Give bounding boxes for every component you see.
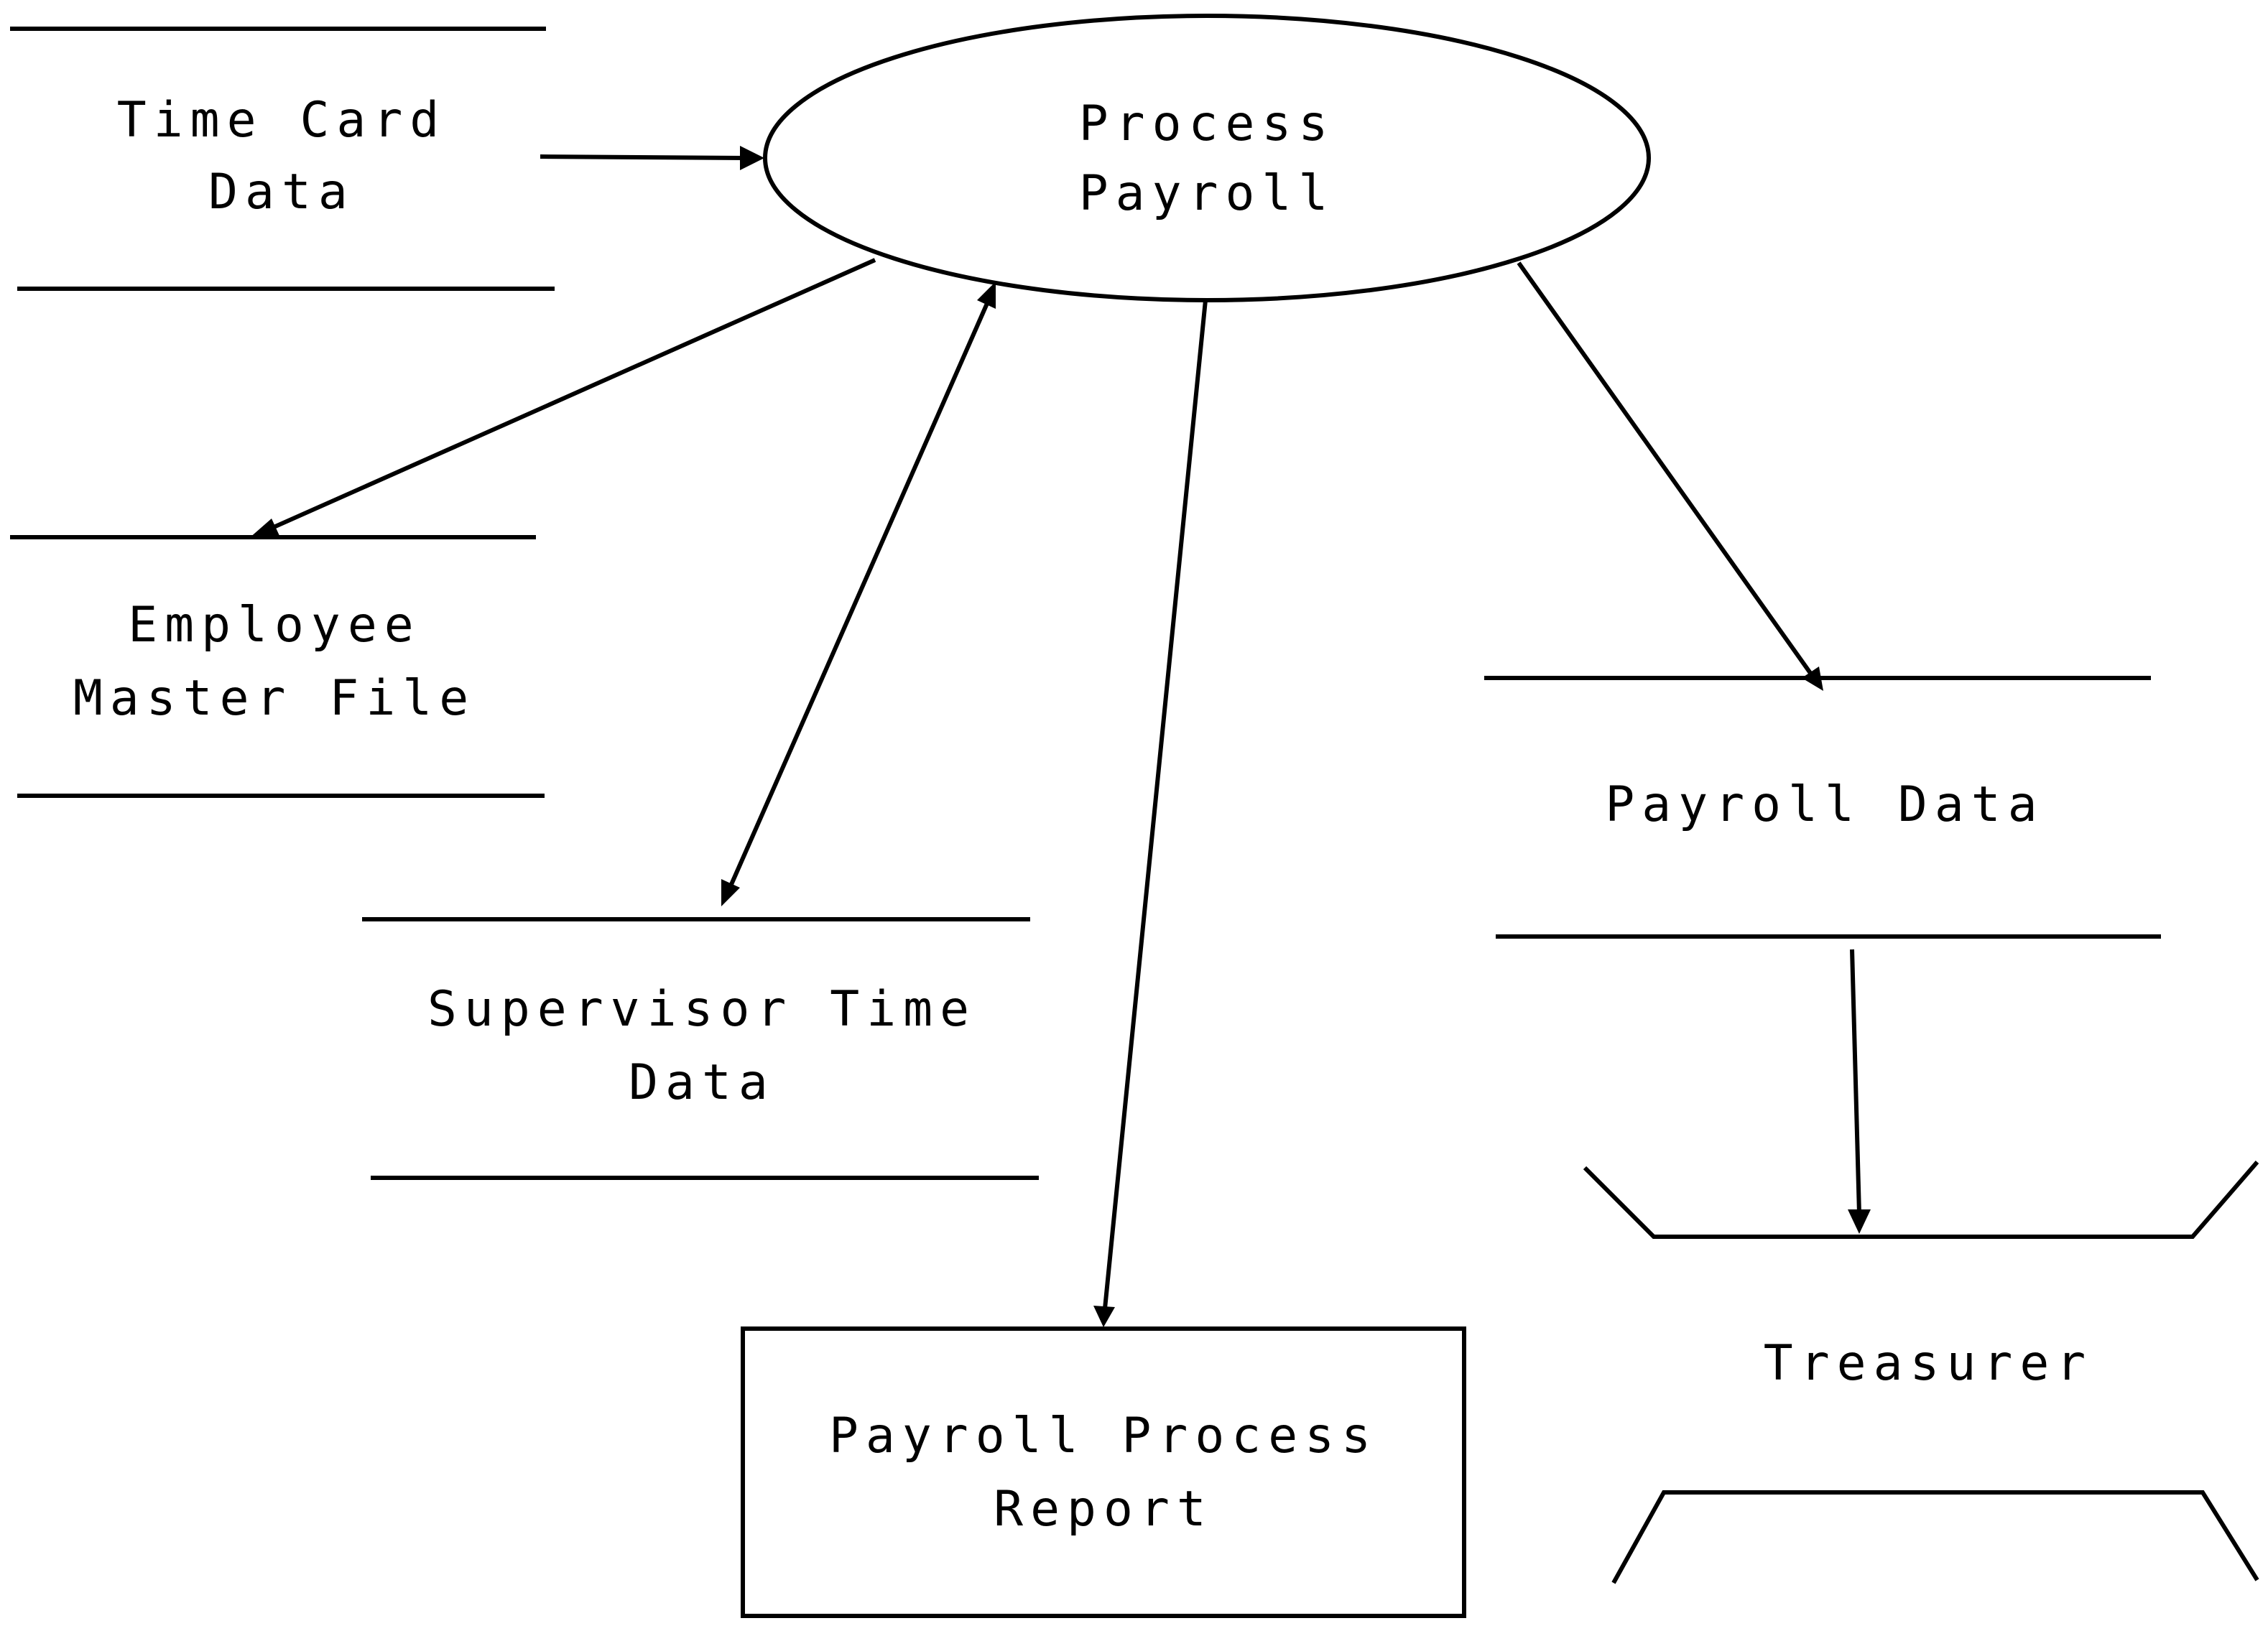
flow-line [1517,261,1814,677]
store-payroll-data[interactable]: Payroll Data [1484,676,2161,939]
process-label-line1: Process [1079,96,1336,152]
store-label-line1: Supervisor Time [427,981,976,1038]
flow-line [540,154,746,160]
entity-label-line2: Report [994,1481,1213,1538]
process-label-line2: Payroll [1079,165,1336,222]
flow-line [266,258,876,532]
store-label-line1: Payroll Data [1605,776,2044,833]
store-label-line2: Data [629,1054,775,1111]
store-label-line2: Data [208,164,355,220]
store-label-line2: Master File [73,670,476,727]
arrowhead-icon [740,146,764,170]
process-payroll[interactable]: Process Payroll [763,14,1651,302]
flow-line [1850,949,1861,1214]
flow-process-supervisor-bidirectional[interactable] [721,282,996,906]
flow-process-to-report[interactable] [1093,299,1208,1327]
flow-line [728,299,991,889]
flow-timecard-to-process[interactable] [540,146,764,170]
arrowhead-icon [1093,1306,1115,1327]
entity-box [741,1326,1466,1618]
flow-payroll-data-to-treasurer[interactable] [1848,949,1871,1234]
arrowhead-icon [249,519,280,539]
flow-process-to-payroll-data[interactable] [1517,261,1823,691]
arrowhead-icon [977,282,996,309]
store-time-card-data[interactable]: Time Card Data [10,27,555,291]
process-ellipse [763,14,1651,302]
treasurer-top-bracket [1583,1161,2259,1239]
entity-label-line1: Treasurer [1764,1335,2093,1392]
arrowhead-icon [1848,1209,1871,1234]
store-supervisor-time-data[interactable]: Supervisor Time Data [362,917,1039,1180]
store-label-line1: Time Card [117,92,446,149]
treasurer-bottom-bracket [1611,1490,2259,1584]
store-label-line1: Employee [128,597,421,654]
flow-line [1103,299,1208,1309]
arrowhead-icon [721,879,740,906]
store-employee-master-file[interactable]: Employee Master File [10,535,545,798]
entity-treasurer[interactable]: Treasurer [1583,1161,2259,1584]
arrowhead-icon [1802,666,1823,691]
entity-payroll-process-report[interactable]: Payroll Process Report [741,1326,1466,1618]
entity-label-line1: Payroll Process [829,1408,1378,1464]
flow-process-to-employee-master[interactable] [249,258,876,539]
